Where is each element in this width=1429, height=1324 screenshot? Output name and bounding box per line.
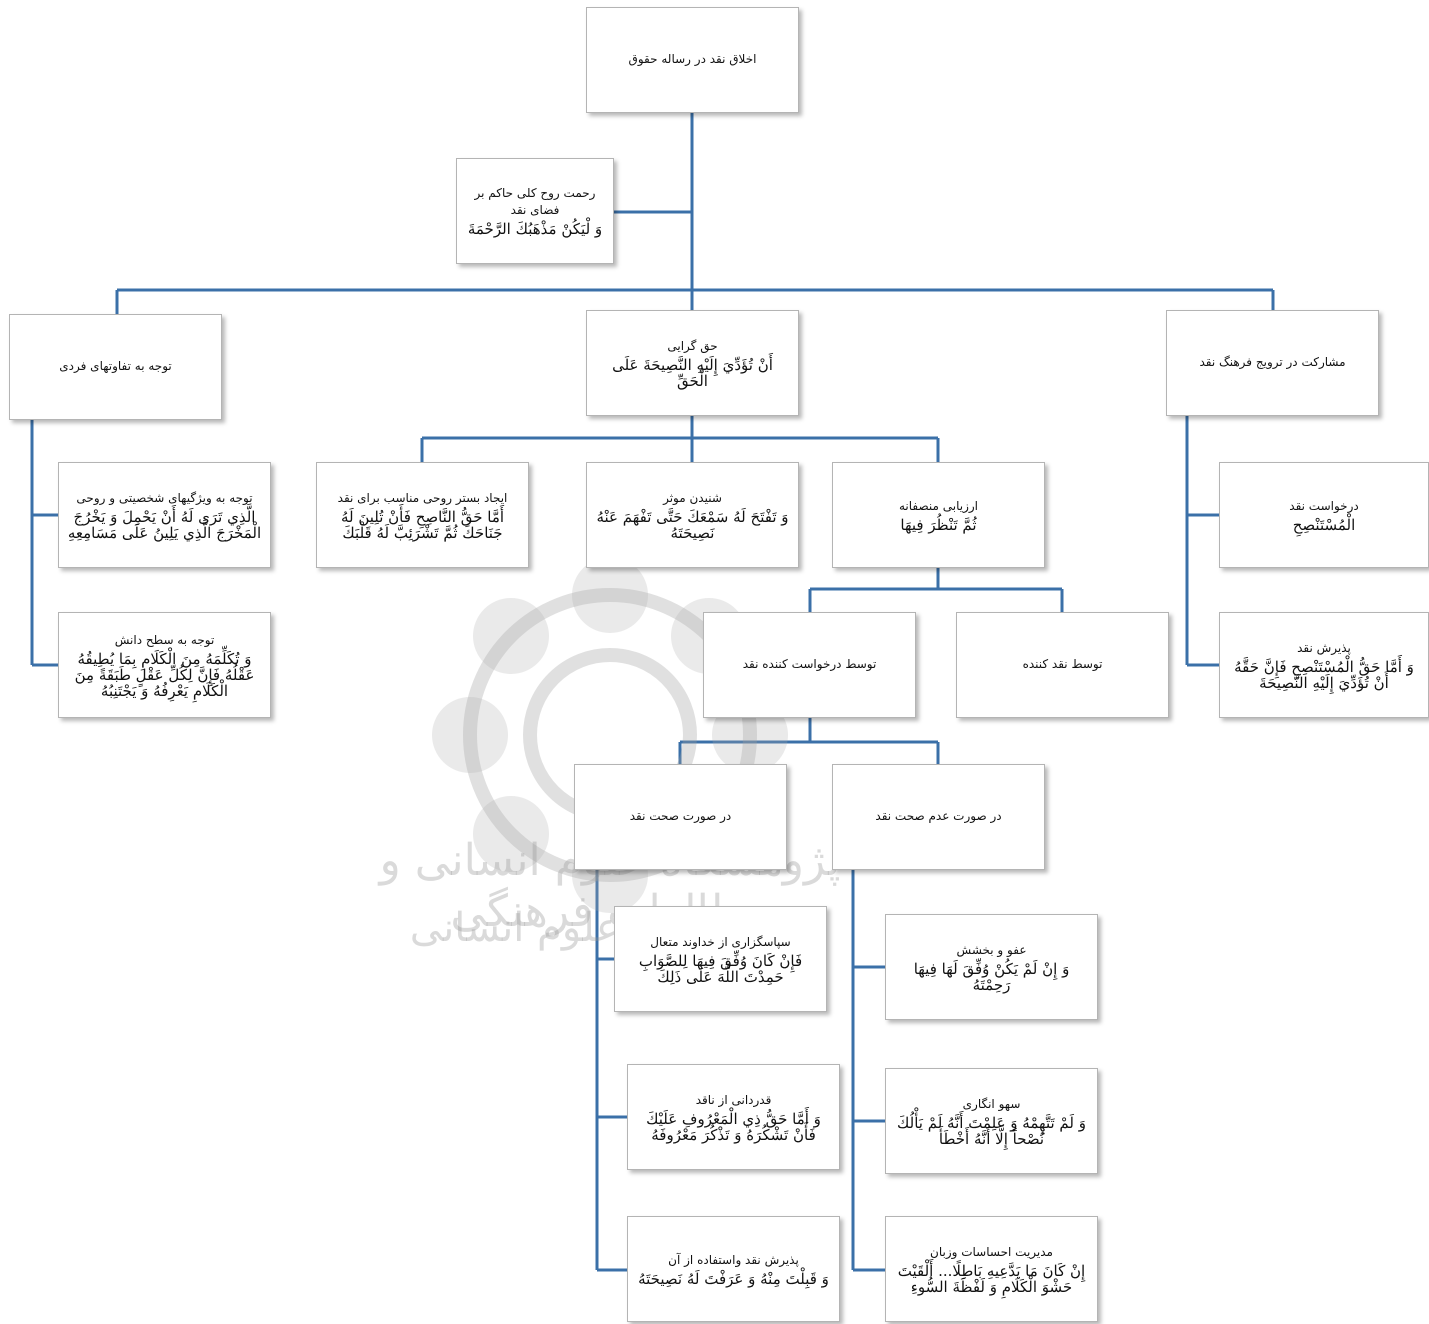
- node-use: پذیرش نقد واستفاده از آن وَ قَبِلْتَ مِن…: [627, 1216, 840, 1322]
- node-correct-title: در صورت صحت نقد: [629, 808, 732, 823]
- node-gratitude-critic: قدردانی از ناقد وَ أَمَّا حَقُّ ذِي الْم…: [627, 1064, 840, 1170]
- node-request-quote: الْمُسْتَنْصِحِ: [1292, 515, 1356, 534]
- node-personality: توجه به ویژگیهای شخصیتی و روحی الَّذِي ت…: [58, 462, 271, 568]
- node-listening-title: شنیدن موثر: [663, 490, 722, 505]
- node-gratitude-god-quote: فَإِنْ كَانَ وُفِّقَ فِيهَا لِلصَّوَابِ …: [638, 951, 803, 986]
- node-use-quote: وَ قَبِلْتَ مِنْهُ وَ عَرَفْتَ لَهُ نَصِ…: [638, 1269, 829, 1288]
- node-root-title: اخلاق نقد در رساله حقوق: [628, 51, 757, 66]
- node-knowledge: توجه به سطح دانش وَ تُكَلِّمَهُ مِنَ الْ…: [58, 612, 271, 718]
- node-emotions: مدیریت احساسات وزبان إِنْ كَانَ مَا يَدَ…: [885, 1216, 1098, 1322]
- node-accept-title: پذیرش نقد: [1297, 640, 1351, 655]
- node-accept: پذیرش نقد وَ أَمَّا حَقُّ الْمُسْتَنْصِح…: [1219, 612, 1429, 718]
- node-mercy: رحمت روح کلی حاکم بر فضای نقد وَ لْيَكُن…: [456, 158, 614, 264]
- node-mercy-title: رحمت روح کلی حاکم بر فضای نقد: [474, 186, 596, 217]
- node-culture: مشارکت در ترویج فرهنگ نقد: [1166, 310, 1379, 416]
- node-request: درخواست نقد الْمُسْتَنْصِحِ: [1219, 462, 1429, 568]
- node-personality-title: توجه به ویژگیهای شخصیتی و روحی: [76, 490, 253, 505]
- node-listening-quote: وَ تَفْتَحَ لَهُ سَمْعَكَ حَتَّى تَفْهَم…: [596, 507, 789, 542]
- node-by-requester-title: توسط درخواست کننده نقد: [742, 656, 877, 671]
- node-incorrect-title: در صورت عدم صحت نقد: [875, 808, 1002, 823]
- node-mercy-quote: وَ لْيَكُنْ مَذْهَبُكَ الرَّحْمَةَ: [467, 220, 603, 238]
- node-forgive: عفو و بخشش وَ إِنْ لَمْ يَكُنْ وُفِّقَ ل…: [885, 914, 1098, 1020]
- node-gratitude-critic-title: قدردانی از ناقد: [695, 1092, 772, 1107]
- node-mistake-quote: وَ لَمْ تَتَّهِمْهُ وَ عَلِمْتَ أَنَّهُ …: [897, 1113, 1086, 1148]
- node-gratitude-god: سپاسگزاری از خداوند متعال فَإِنْ كَانَ و…: [614, 906, 827, 1012]
- node-fair-quote: ثُمَّ تَنْظُرَ فِيهَا: [900, 515, 977, 534]
- node-culture-title: مشارکت در ترویج فرهنگ نقد: [1199, 354, 1346, 369]
- node-use-title: پذیرش نقد واستفاده از آن: [668, 1252, 799, 1267]
- node-correct: در صورت صحت نقد: [574, 764, 787, 870]
- node-forgive-quote: وَ إِنْ لَمْ يَكُنْ وُفِّقَ لَهَا فِيهَا…: [913, 959, 1070, 994]
- node-spirit-quote: أَمَّا حَقُّ النَّاصِحِ فَأَنْ تُلِينَ ل…: [340, 507, 505, 542]
- node-listening: شنیدن موثر وَ تَفْتَحَ لَهُ سَمْعَكَ حَت…: [586, 462, 799, 568]
- node-knowledge-quote: وَ تُكَلِّمَهُ مِنَ الْكَلَامِ بِمَا يُط…: [74, 649, 255, 700]
- node-forgive-title: عفو و بخشش: [956, 942, 1027, 957]
- node-request-title: درخواست نقد: [1289, 498, 1359, 513]
- node-mistake: سهو انگاری وَ لَمْ تَتَّهِمْهُ وَ عَلِمْ…: [885, 1068, 1098, 1174]
- node-fair: ارزیابی منصفانه ثُمَّ تَنْظُرَ فِيهَا: [832, 462, 1045, 568]
- node-individual-title: توجه به تفاوتهای فردی: [59, 358, 172, 373]
- node-spirit: ایجاد بستر روحی مناسب برای نقد أَمَّا حَ…: [316, 462, 529, 568]
- node-by-critic: توسط نقد کننده: [956, 612, 1169, 718]
- node-truth-quote: أَنْ تُؤَدِّيَ إِلَيْهِ النَّصِيحَةَ عَل…: [612, 355, 773, 390]
- node-individual: توجه به تفاوتهای فردی: [9, 314, 222, 420]
- node-truth-title: حق گرایی: [667, 338, 718, 353]
- node-by-critic-title: توسط نقد کننده: [1022, 656, 1103, 671]
- node-personality-quote: الَّذِي تَرَى لَهُ أَنْ يَحْمِلَ وَ يَخْ…: [67, 507, 262, 542]
- node-emotions-title: مدیریت احساسات وزبان: [930, 1244, 1053, 1259]
- node-emotions-quote: إِنْ كَانَ مَا يَدَّعِيهِ بَاطِلًا... أَ…: [897, 1261, 1086, 1296]
- node-mistake-title: سهو انگاری: [962, 1096, 1021, 1111]
- node-gratitude-god-title: سپاسگزاری از خداوند متعال: [650, 934, 791, 949]
- node-fair-title: ارزیابی منصفانه: [898, 498, 979, 513]
- node-accept-quote: وَ أَمَّا حَقُّ الْمُسْتَنْصِحِ فَإِنَّ …: [1234, 657, 1414, 692]
- node-root: اخلاق نقد در رساله حقوق: [586, 7, 799, 113]
- node-incorrect: در صورت عدم صحت نقد: [832, 764, 1045, 870]
- node-by-requester: توسط درخواست کننده نقد: [703, 612, 916, 718]
- node-knowledge-title: توجه به سطح دانش: [114, 632, 215, 647]
- node-spirit-title: ایجاد بستر روحی مناسب برای نقد: [337, 490, 508, 505]
- node-truth: حق گرایی أَنْ تُؤَدِّيَ إِلَيْهِ النَّصِ…: [586, 310, 799, 416]
- node-gratitude-critic-quote: وَ أَمَّا حَقُّ ذِي الْمَعْرُوفِ عَلَيْك…: [646, 1109, 821, 1144]
